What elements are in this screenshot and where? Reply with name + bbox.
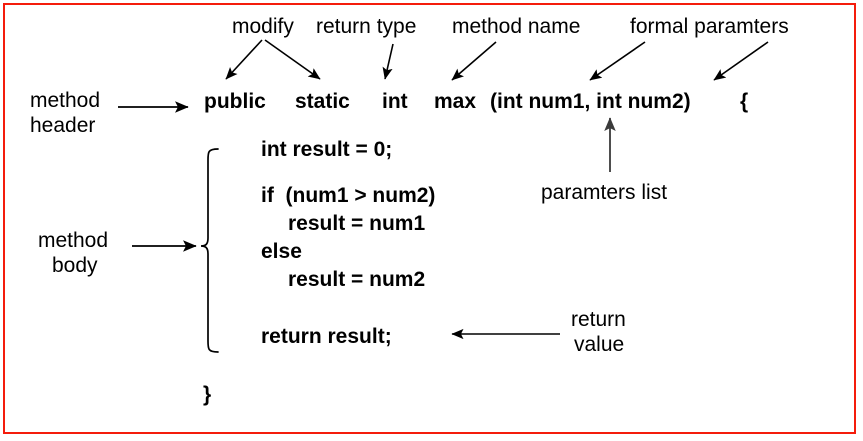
arrow-formal-params-to-num1: [589, 41, 646, 81]
annotation-label-method-name: method name: [452, 15, 581, 38]
arrow-method-name-to-max: [451, 41, 497, 81]
code-line-assign-num1: result = num1: [288, 212, 426, 235]
annotation-label-return-value-line2: value: [574, 333, 625, 356]
annotation-label-return-type: return type: [316, 15, 417, 38]
red-border-frame: [3, 3, 856, 434]
annotation-label-method-body-line2: body: [52, 254, 98, 277]
code-method-name: max: [434, 90, 477, 113]
code-open-brace: {: [740, 90, 749, 113]
code-line-if-condition: if (num1 > num2): [261, 184, 436, 207]
code-line-declare-result: int result = 0;: [261, 138, 393, 161]
annotation-label-method-body-line1: method: [38, 229, 109, 252]
arrow-modify-to-static: [264, 39, 321, 80]
code-modifier-static: static: [295, 90, 350, 113]
code-line-assign-num2: result = num2: [288, 268, 426, 291]
code-return-type: int: [382, 90, 408, 113]
annotation-label-formal-parameters: formal paramters: [630, 15, 789, 38]
annotation-label-return-value-line1: return: [571, 308, 626, 331]
method-body-brace: [200, 148, 219, 353]
code-parameter-list: (int num1, int num2): [490, 90, 691, 113]
annotation-label-method-header-line1: method: [30, 89, 101, 112]
arrow-return-type-to-int: [382, 43, 394, 80]
code-line-else-keyword: else: [261, 240, 302, 263]
code-line-return-statement: return result;: [261, 325, 392, 348]
arrow-modify-to-public: [225, 39, 263, 80]
annotation-label-modify: modify: [232, 15, 294, 38]
annotation-label-method-header-line2: header: [30, 114, 96, 137]
annotation-label-parameters-list: paramters list: [541, 181, 668, 204]
arrow-formal-params-to-num2: [713, 41, 769, 81]
code-modifier-public: public: [204, 90, 266, 113]
code-close-brace: }: [203, 383, 212, 406]
